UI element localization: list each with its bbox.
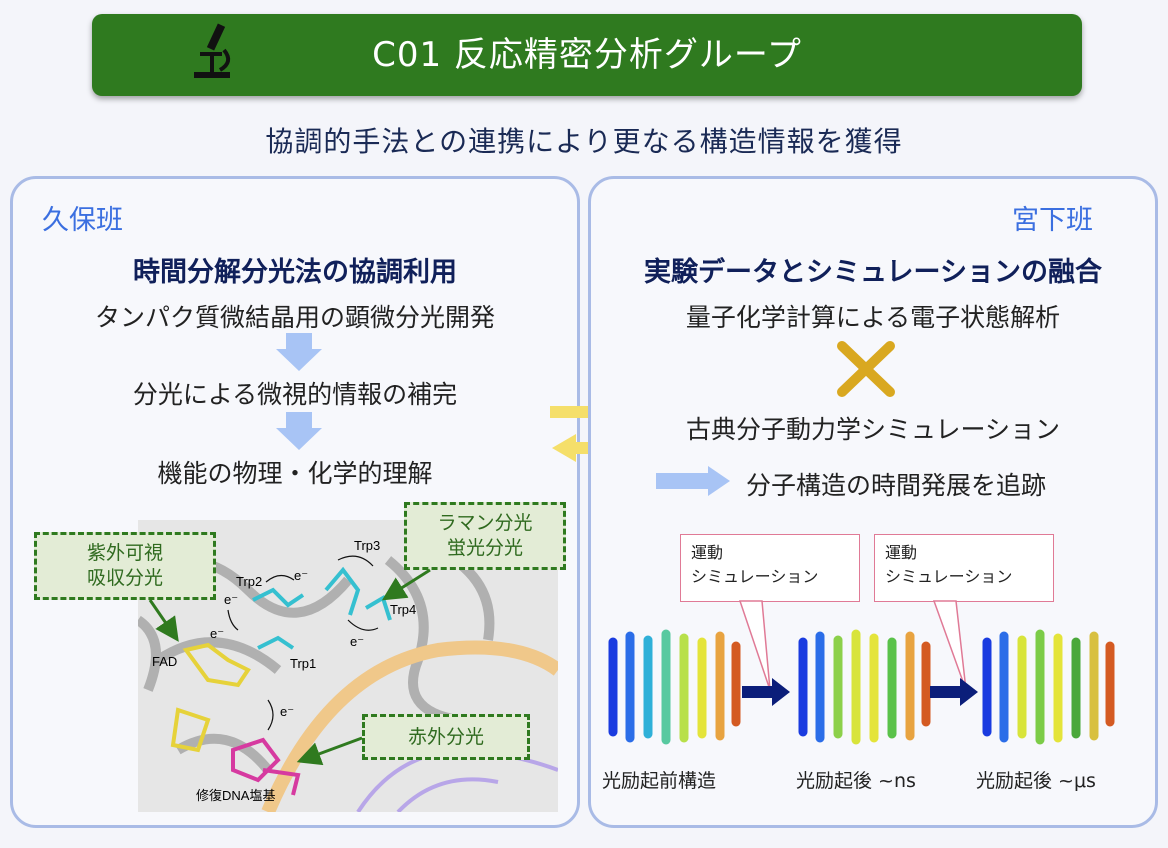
protein-structure-ns — [798, 629, 931, 745]
electron-label: e⁻ — [224, 592, 238, 607]
caption-before: 光励起前構造 — [602, 770, 717, 792]
ir-box-label: 赤外分光 — [407, 725, 484, 748]
infrared-box: 赤外分光 — [362, 714, 530, 760]
uv-box-line2: 吸収分光 — [86, 567, 163, 589]
fad-label: FAD — [152, 654, 177, 669]
trp1-label: Trp1 — [290, 656, 316, 671]
navy-arrow-icon — [930, 678, 978, 706]
simulation-callout-1: 運動 シミュレーション — [680, 534, 860, 602]
callout2-line2: シミュレーション — [885, 567, 1013, 586]
callout1-line2: シミュレーション — [691, 567, 819, 586]
subtitle: 協調的手法との連携により更なる構造情報を獲得 — [265, 125, 903, 158]
trp2-label: Trp2 — [236, 574, 262, 589]
raman-fluorescence-box: ラマン分光 蛍光分光 — [404, 502, 566, 570]
group-title: C01 反応精密分析グループ — [372, 35, 802, 75]
md-simulation-text: 古典分子動力学シミュレーション — [685, 415, 1060, 444]
electron-label: e⁻ — [210, 626, 224, 641]
uv-vis-absorption-box: 紫外可視 吸収分光 — [34, 532, 216, 600]
caption-us: 光励起後 ~μs — [976, 770, 1096, 792]
kubo-step-3: 機能の物理・化学的理解 — [157, 459, 433, 488]
down-arrow-icon — [276, 333, 322, 371]
miyashita-heading: 実験データとシミュレーションの融合 — [644, 257, 1102, 288]
electron-label: e⁻ — [350, 634, 364, 649]
navy-arrow-icon — [742, 678, 790, 706]
uv-box-line1: 紫外可視 — [86, 542, 163, 565]
kubo-step-1: タンパク質微結晶用の顕微分光開発 — [94, 303, 495, 332]
simulation-callout-2: 運動 シミュレーション — [874, 534, 1054, 602]
trp4-label: Trp4 — [390, 602, 416, 617]
group-header-banner: C01 反応精密分析グループ — [92, 14, 1082, 96]
time-evolution-text: 分子構造の時間発展を追跡 — [746, 471, 1047, 500]
kubo-heading: 時間分解分光法の協調利用 — [133, 257, 457, 288]
electron-label: e⁻ — [280, 704, 294, 719]
callout2-line1: 運動 — [885, 543, 918, 562]
miyashita-team-label: 宮下班 — [1012, 205, 1093, 236]
kubo-step-2: 分光による微視的情報の補完 — [132, 380, 458, 409]
kubo-team-label: 久保班 — [42, 205, 123, 236]
protein-structure-before — [608, 629, 741, 745]
callout1-line1: 運動 — [691, 543, 724, 562]
trp3-label: Trp3 — [354, 538, 380, 553]
qm-calculation-text: 量子化学計算による電子状態解析 — [685, 303, 1061, 332]
raman-box-line1: ラマン分光 — [437, 512, 533, 535]
raman-box-line2: 蛍光分光 — [446, 537, 523, 559]
right-arrow-icon — [656, 466, 730, 496]
microscope-icon — [194, 23, 231, 78]
caption-ns: 光励起後 ~ns — [796, 770, 916, 792]
dna-base-label: 修復DNA塩基 — [196, 788, 275, 803]
electron-label: e⁻ — [294, 568, 308, 583]
cross-icon — [837, 341, 895, 397]
down-arrow-icon — [276, 412, 322, 450]
protein-structure-us — [982, 629, 1115, 745]
